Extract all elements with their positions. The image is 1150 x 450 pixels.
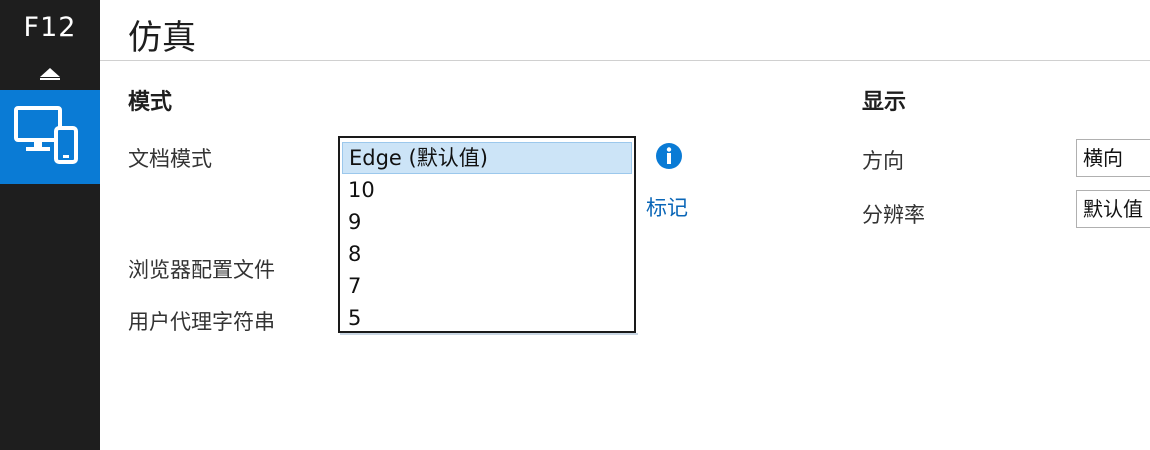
display-section-title: 显示 — [862, 90, 907, 115]
doc-mode-label: 文档模式 — [128, 147, 212, 171]
left-rail: F12 — [0, 0, 100, 450]
emulation-tool-button[interactable] — [0, 90, 100, 184]
user-agent-label: 用户代理字符串 — [128, 310, 275, 334]
info-icon[interactable] — [655, 142, 683, 174]
page-title: 仿真 — [128, 18, 196, 58]
collapse-up-icon[interactable] — [38, 66, 62, 80]
tag-link[interactable]: 标记 — [646, 196, 688, 220]
doc-mode-option[interactable]: 7 — [348, 274, 362, 298]
doc-mode-option[interactable]: 5 — [348, 306, 362, 330]
devices-icon — [14, 106, 78, 164]
doc-mode-option[interactable]: Edge (默认值) — [342, 142, 632, 174]
mode-section-title: 模式 — [128, 90, 173, 115]
doc-mode-option[interactable]: 8 — [348, 242, 362, 266]
doc-mode-option[interactable]: 9 — [348, 210, 362, 234]
resolution-label: 分辨率 — [862, 203, 925, 227]
browser-profile-label: 浏览器配置文件 — [128, 258, 275, 282]
doc-mode-option[interactable]: 10 — [348, 178, 375, 202]
user-agent-select-edge — [340, 333, 638, 335]
orientation-label: 方向 — [862, 149, 904, 173]
orientation-select[interactable]: 横向 — [1076, 139, 1150, 177]
resolution-select[interactable]: 默认值 — [1076, 190, 1150, 228]
f12-title: F12 — [23, 12, 77, 43]
doc-mode-dropdown-list[interactable]: Edge (默认值) 10 9 8 7 5 — [338, 136, 636, 333]
title-divider — [100, 60, 1150, 61]
